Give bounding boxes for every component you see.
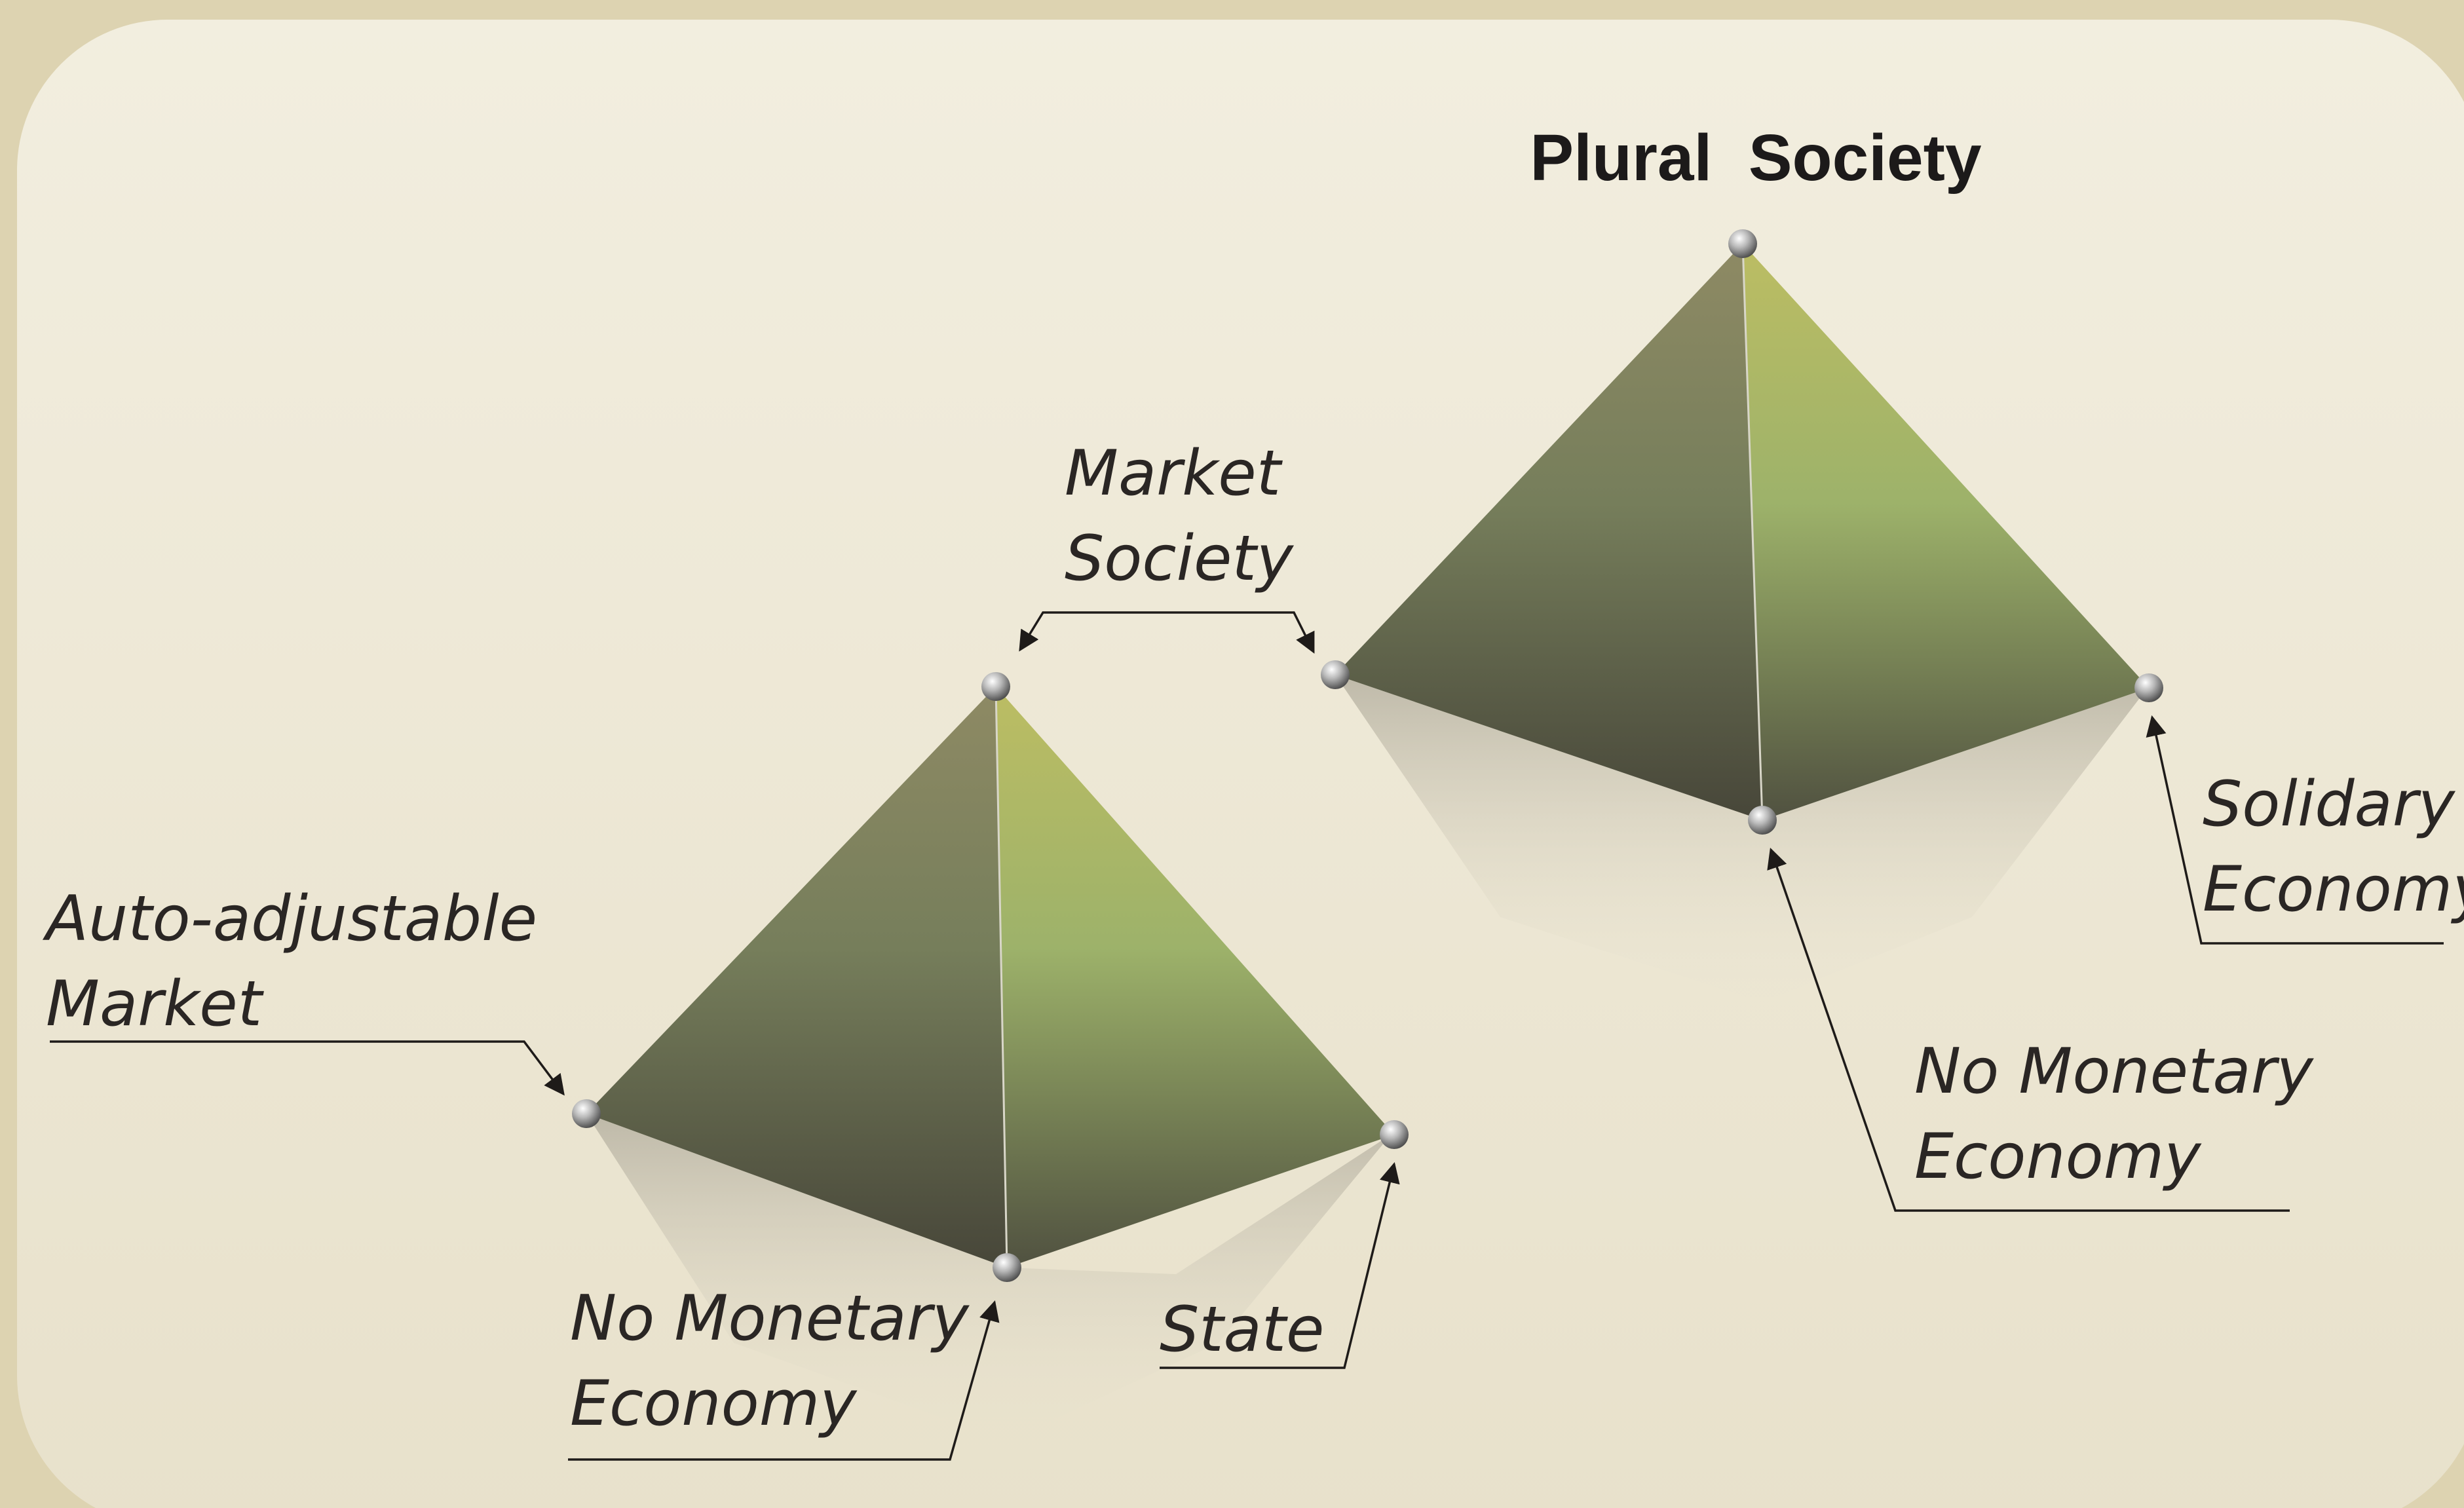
right-pyramid-left-node — [1321, 660, 1350, 689]
auto-adjustable-line-2: Market — [46, 968, 265, 1040]
solidary-line-2: Economy — [2203, 854, 2464, 926]
right-pyramid-ridge — [1741, 243, 1764, 821]
no-monetary-economy-left-label: No Monetary Economy — [570, 1283, 970, 1440]
market-society-line-1: Market — [1065, 438, 1283, 510]
no-monetary-right-leader — [1767, 848, 2290, 1212]
plural-society-pyramid — [1321, 229, 2163, 1002]
state-leader — [1160, 1161, 1400, 1369]
solidary-leader — [2146, 715, 2444, 945]
no-monetary-right-line-1: No Monetary — [1914, 1036, 2315, 1108]
no-monetary-left-line-1: No Monetary — [570, 1283, 970, 1355]
no-monetary-left-line-2: Economy — [570, 1368, 858, 1440]
left-pyramid-bottom-node — [993, 1253, 1021, 1282]
left-pyramid-apex-node — [981, 672, 1010, 701]
no-monetary-left-leader — [568, 1300, 1000, 1461]
left-pyramid-left-face — [586, 687, 1007, 1268]
market-society-line-2: Society — [1065, 523, 1295, 595]
state-label: State — [1160, 1294, 1324, 1366]
no-monetary-right-line-2: Economy — [1914, 1121, 2202, 1193]
auto-adjustable-market-label: Auto-adjustable Market — [42, 883, 537, 1040]
market-society-pyramid — [572, 672, 1409, 1441]
connectors — [50, 611, 2444, 1461]
right-pyramid-left-face — [1335, 244, 1762, 820]
solidary-economy-label: Solidary Economy — [2203, 768, 2464, 926]
right-pyramid-apex-node — [1728, 229, 1757, 258]
market-society-label: Market Society — [1065, 438, 1295, 595]
solidary-line-1: Solidary — [2203, 768, 2456, 840]
right-pyramid-right-node — [2134, 673, 2163, 702]
left-pyramid-shadow — [586, 1114, 1391, 1441]
right-pyramid-bottom-node — [1748, 806, 1777, 835]
left-pyramid-right-face — [996, 687, 1394, 1268]
no-monetary-economy-right-label: No Monetary Economy — [1914, 1036, 2315, 1193]
auto-adjustable-line-1: Auto-adjustable — [42, 883, 537, 955]
diagram-title: Plural Society — [1530, 121, 1982, 195]
left-pyramid-right-node — [1380, 1120, 1409, 1149]
right-pyramid-shadow — [1335, 675, 2148, 1002]
market-society-bracket — [1019, 611, 1315, 654]
left-pyramid-left-node — [572, 1099, 601, 1128]
left-pyramid-ridge — [995, 686, 1008, 1268]
auto-adjustable-leader — [50, 1040, 565, 1096]
right-pyramid-right-face — [1743, 244, 2149, 820]
